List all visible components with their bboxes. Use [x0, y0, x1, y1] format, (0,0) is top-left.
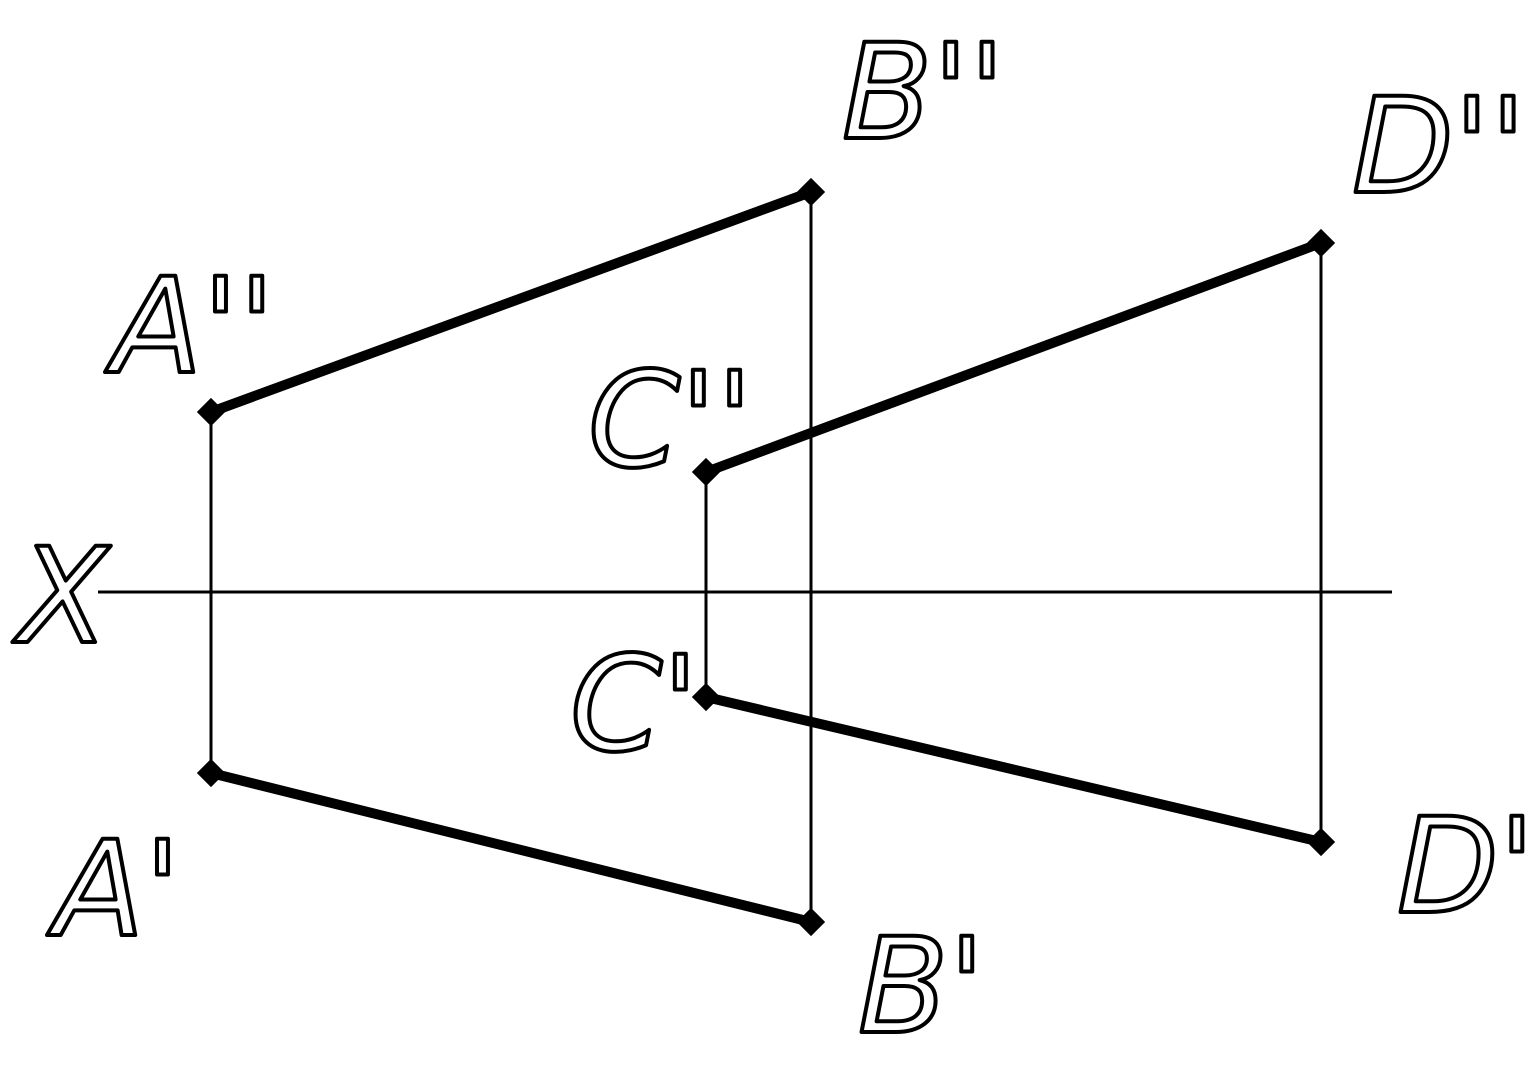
point-marker-b-top	[796, 907, 826, 937]
segment-cd-front	[704, 238, 1323, 477]
point-marker-a-top	[196, 758, 226, 788]
point-marker-d-front	[1306, 228, 1336, 258]
point-marker-a-front	[196, 397, 226, 427]
segment-ab-top	[209, 768, 813, 927]
point-marker-b-front	[796, 177, 826, 207]
segment-cd-top	[704, 692, 1323, 847]
point-marker-c-top	[691, 682, 721, 712]
label-a-front: A''	[104, 250, 275, 404]
label-d-top: D'	[1397, 790, 1535, 944]
label-b-top: B'	[858, 910, 985, 1064]
point-marker-c-front	[691, 457, 721, 487]
point-marker-d-top	[1306, 827, 1336, 857]
axis-label-x: X	[12, 520, 111, 674]
label-d-front: D''	[1352, 70, 1526, 224]
label-b-front: B''	[842, 16, 1005, 170]
label-a-top: A'	[46, 813, 181, 967]
segment-ab-front	[209, 187, 813, 417]
label-c-top: C'	[570, 628, 698, 782]
label-c-front: C''	[588, 344, 753, 498]
